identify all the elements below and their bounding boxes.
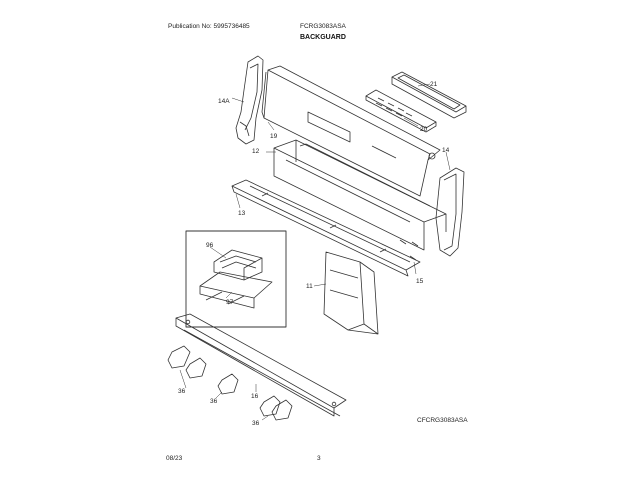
callout-36-left: 36: [178, 388, 186, 395]
part-14a-left-bracket: [235, 55, 264, 145]
part-21-board-cover: [391, 71, 467, 119]
callout-14: 14: [442, 147, 450, 154]
callout-12: 12: [252, 148, 260, 155]
callout-36-right: 36: [252, 420, 260, 427]
callout-96: 96: [206, 242, 214, 249]
model-number: FCRG3083ASA: [300, 23, 346, 30]
callout-leaders: [179, 83, 451, 421]
section-title: BACKGUARD: [300, 34, 346, 41]
publication-number: Publication No: 5995736485: [168, 23, 250, 30]
callout-15: 15: [416, 278, 424, 285]
part-20-control-board: [365, 89, 437, 133]
callout-16: 16: [251, 393, 259, 400]
inset-96-97: [185, 230, 287, 328]
part-13-front-trim: [231, 179, 421, 277]
figure-code: CFCRG3083ASA: [417, 417, 468, 424]
part-12-rear-frame: [273, 139, 447, 251]
callout-11: 11: [306, 283, 313, 290]
callout-14a: 14A: [218, 98, 230, 105]
callout-21: 21: [430, 81, 438, 88]
callout-20: 20: [420, 126, 428, 133]
callout-97: 97: [226, 299, 234, 306]
callout-19: 19: [270, 133, 278, 140]
footer-date: 08/23: [166, 455, 183, 462]
part-16-control-panel: [175, 313, 347, 417]
part-19-backguard-panel: [261, 65, 441, 197]
part-14-right-bracket: [435, 167, 465, 257]
part-15-screws: [399, 239, 419, 261]
page-number: 3: [317, 455, 321, 462]
callout-13: 13: [238, 210, 246, 217]
part-36-knobs: [167, 345, 293, 421]
callout-36-middle: 36: [210, 398, 218, 405]
part-11-back-cover: [323, 251, 379, 335]
